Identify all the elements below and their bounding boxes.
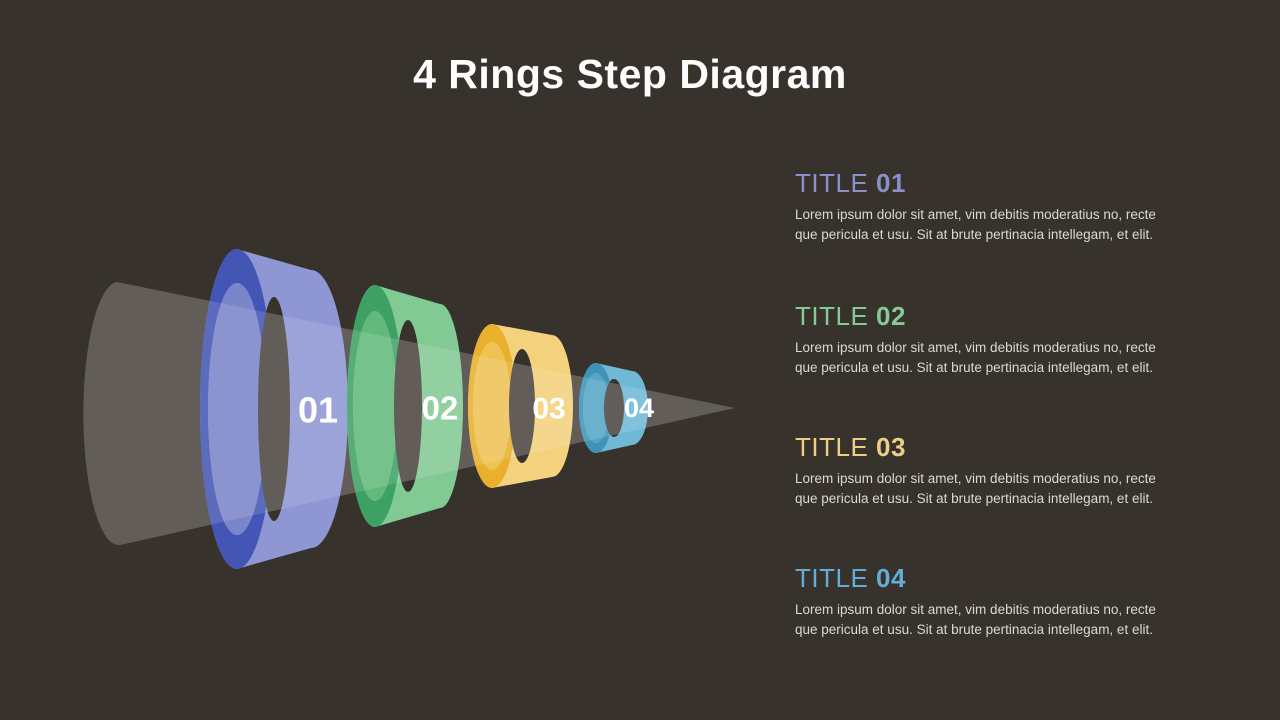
- ring-03: [468, 324, 573, 488]
- ring-03-inner-surface: [473, 342, 511, 470]
- step-section-01: TITLE 01 Lorem ipsum dolor sit amet, vim…: [795, 168, 1215, 245]
- step-body-02: Lorem ipsum dolor sit amet, vim debitis …: [795, 340, 1156, 375]
- step-section-04: TITLE 04 Lorem ipsum dolor sit amet, vim…: [795, 563, 1215, 640]
- ring-01: [200, 249, 348, 569]
- ring-03-number: 03: [532, 393, 565, 426]
- step-title-02-word: TITLE: [795, 301, 869, 331]
- step-title-04-number: 04: [876, 563, 906, 593]
- step-body-01: Lorem ipsum dolor sit amet, vim debitis …: [795, 207, 1156, 242]
- ring-01-inner-surface: [208, 283, 266, 535]
- ring-04-inner-surface: [583, 373, 609, 443]
- step-title-01-word: TITLE: [795, 168, 869, 198]
- step-body-04: Lorem ipsum dolor sit amet, vim debitis …: [795, 602, 1156, 637]
- step-section-03: TITLE 03 Lorem ipsum dolor sit amet, vim…: [795, 432, 1215, 509]
- step-title-03: TITLE 03: [795, 432, 1215, 462]
- step-title-02-number: 02: [876, 301, 906, 331]
- ring-02-number: 02: [422, 390, 459, 427]
- step-title-01: TITLE 01: [795, 168, 1215, 198]
- ring-01-number: 01: [298, 390, 338, 431]
- ring-02-inner-surface: [353, 311, 397, 501]
- ring-04: [579, 363, 648, 453]
- step-title-03-number: 03: [876, 432, 906, 462]
- step-body-03: Lorem ipsum dolor sit amet, vim debitis …: [795, 471, 1156, 506]
- step-title-01-number: 01: [876, 168, 906, 198]
- step-title-04-word: TITLE: [795, 563, 869, 593]
- step-title-02: TITLE 02: [795, 301, 1215, 331]
- rings-step-diagram: 01 02 03 04: [83, 249, 735, 569]
- cone-shape-front: [83, 282, 735, 546]
- step-section-02: TITLE 02 Lorem ipsum dolor sit amet, vim…: [795, 301, 1215, 378]
- step-title-03-word: TITLE: [795, 432, 869, 462]
- step-title-04: TITLE 04: [795, 563, 1215, 593]
- ring-02: [347, 285, 463, 527]
- ring-04-number: 04: [624, 393, 654, 423]
- slide-title: 4 Rings Step Diagram: [413, 51, 847, 97]
